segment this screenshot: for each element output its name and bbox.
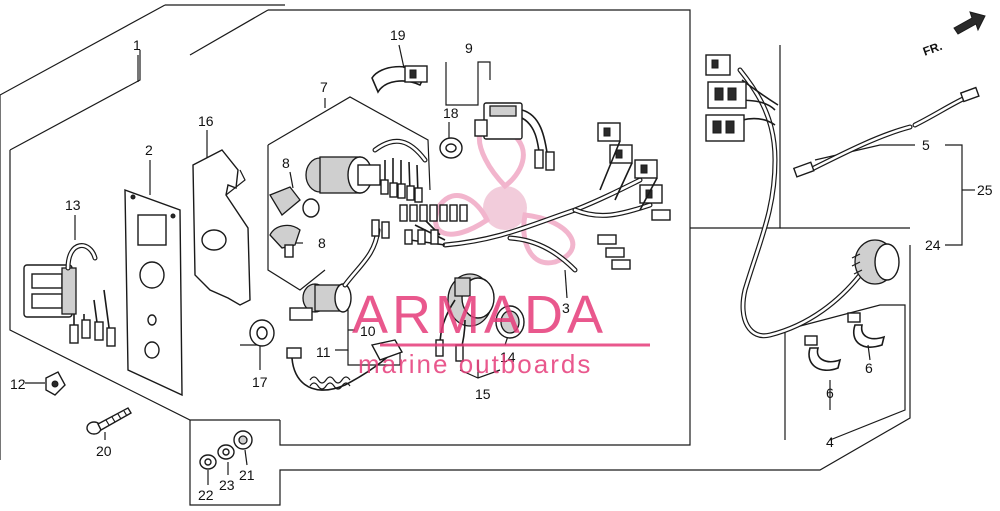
- clip-6-left-icon: [804, 335, 842, 372]
- part-number-21: 21: [239, 467, 255, 483]
- part-number-2: 2: [145, 142, 153, 158]
- clamp-19-icon: [371, 65, 428, 94]
- stop-switch-10-icon: [289, 219, 390, 321]
- part-number-6-left: 6: [826, 385, 834, 401]
- part-number-25: 25: [977, 182, 993, 198]
- screw-20-icon: [86, 407, 132, 435]
- part-number-24: 24: [925, 237, 941, 253]
- part-number-5: 5: [922, 137, 930, 153]
- nut-21-icon: [233, 430, 253, 450]
- part-number-labels: 1 2 3 4 5 6 6 7 8 8 9 10 11 12 13 14 15 …: [10, 27, 993, 503]
- switch-13-icon: [23, 243, 116, 347]
- part-number-17: 17: [252, 374, 268, 390]
- part-number-11: 11: [316, 344, 331, 360]
- part-number-23: 23: [219, 477, 235, 493]
- part-number-14: 14: [500, 349, 516, 365]
- cap-18-icon: [439, 137, 463, 159]
- part-number-15: 15: [475, 386, 491, 402]
- part-number-9: 9: [465, 40, 473, 56]
- washer-22-icon: [199, 454, 217, 470]
- panel-plate-2-icon: [124, 188, 183, 397]
- cable-5-icon: [792, 86, 980, 178]
- part-number-4: 4: [826, 434, 834, 450]
- wiring-harness-3-icon: [399, 122, 671, 273]
- cover-14-icon: [495, 305, 525, 339]
- assembly-outlines: [0, 4, 975, 506]
- clip-12-icon: [45, 371, 66, 396]
- part-number-10: 10: [360, 323, 376, 339]
- key-8-icon: [269, 186, 320, 258]
- watermark: ARMADA marine outboards: [352, 285, 650, 379]
- switch-9-icon: [474, 102, 555, 171]
- part-number-7: 7: [320, 79, 328, 95]
- part-number-16: 16: [198, 113, 214, 129]
- part-number-22: 22: [198, 487, 214, 503]
- part-number-18: 18: [443, 105, 459, 121]
- direction-label: FR.: [921, 39, 944, 59]
- ignition-switch-7-icon: [305, 138, 428, 203]
- part-number-8-bottom: 8: [318, 235, 326, 251]
- watermark-tagline: marine outboards: [358, 349, 592, 379]
- watermark-brand: ARMADA: [352, 285, 607, 345]
- extension-harness-24-icon: [705, 54, 900, 339]
- washer-23-icon: [217, 444, 235, 460]
- part-number-20: 20: [96, 443, 112, 459]
- harness-terminals-icon: [399, 204, 468, 245]
- part-number-19: 19: [390, 27, 406, 43]
- part-number-8-top: 8: [282, 155, 290, 171]
- grommet-17-icon: [249, 319, 275, 347]
- part-number-12: 12: [10, 376, 26, 392]
- bracket-16-icon: [192, 149, 251, 306]
- part-number-1: 1: [133, 37, 141, 53]
- buzzer-15-icon: [435, 273, 495, 362]
- forward-direction-arrow-icon: FR.: [921, 11, 986, 59]
- part-number-3: 3: [562, 300, 570, 316]
- part-number-13: 13: [65, 197, 81, 213]
- part-number-6-right: 6: [865, 360, 873, 376]
- clip-6-right-icon: [847, 312, 886, 348]
